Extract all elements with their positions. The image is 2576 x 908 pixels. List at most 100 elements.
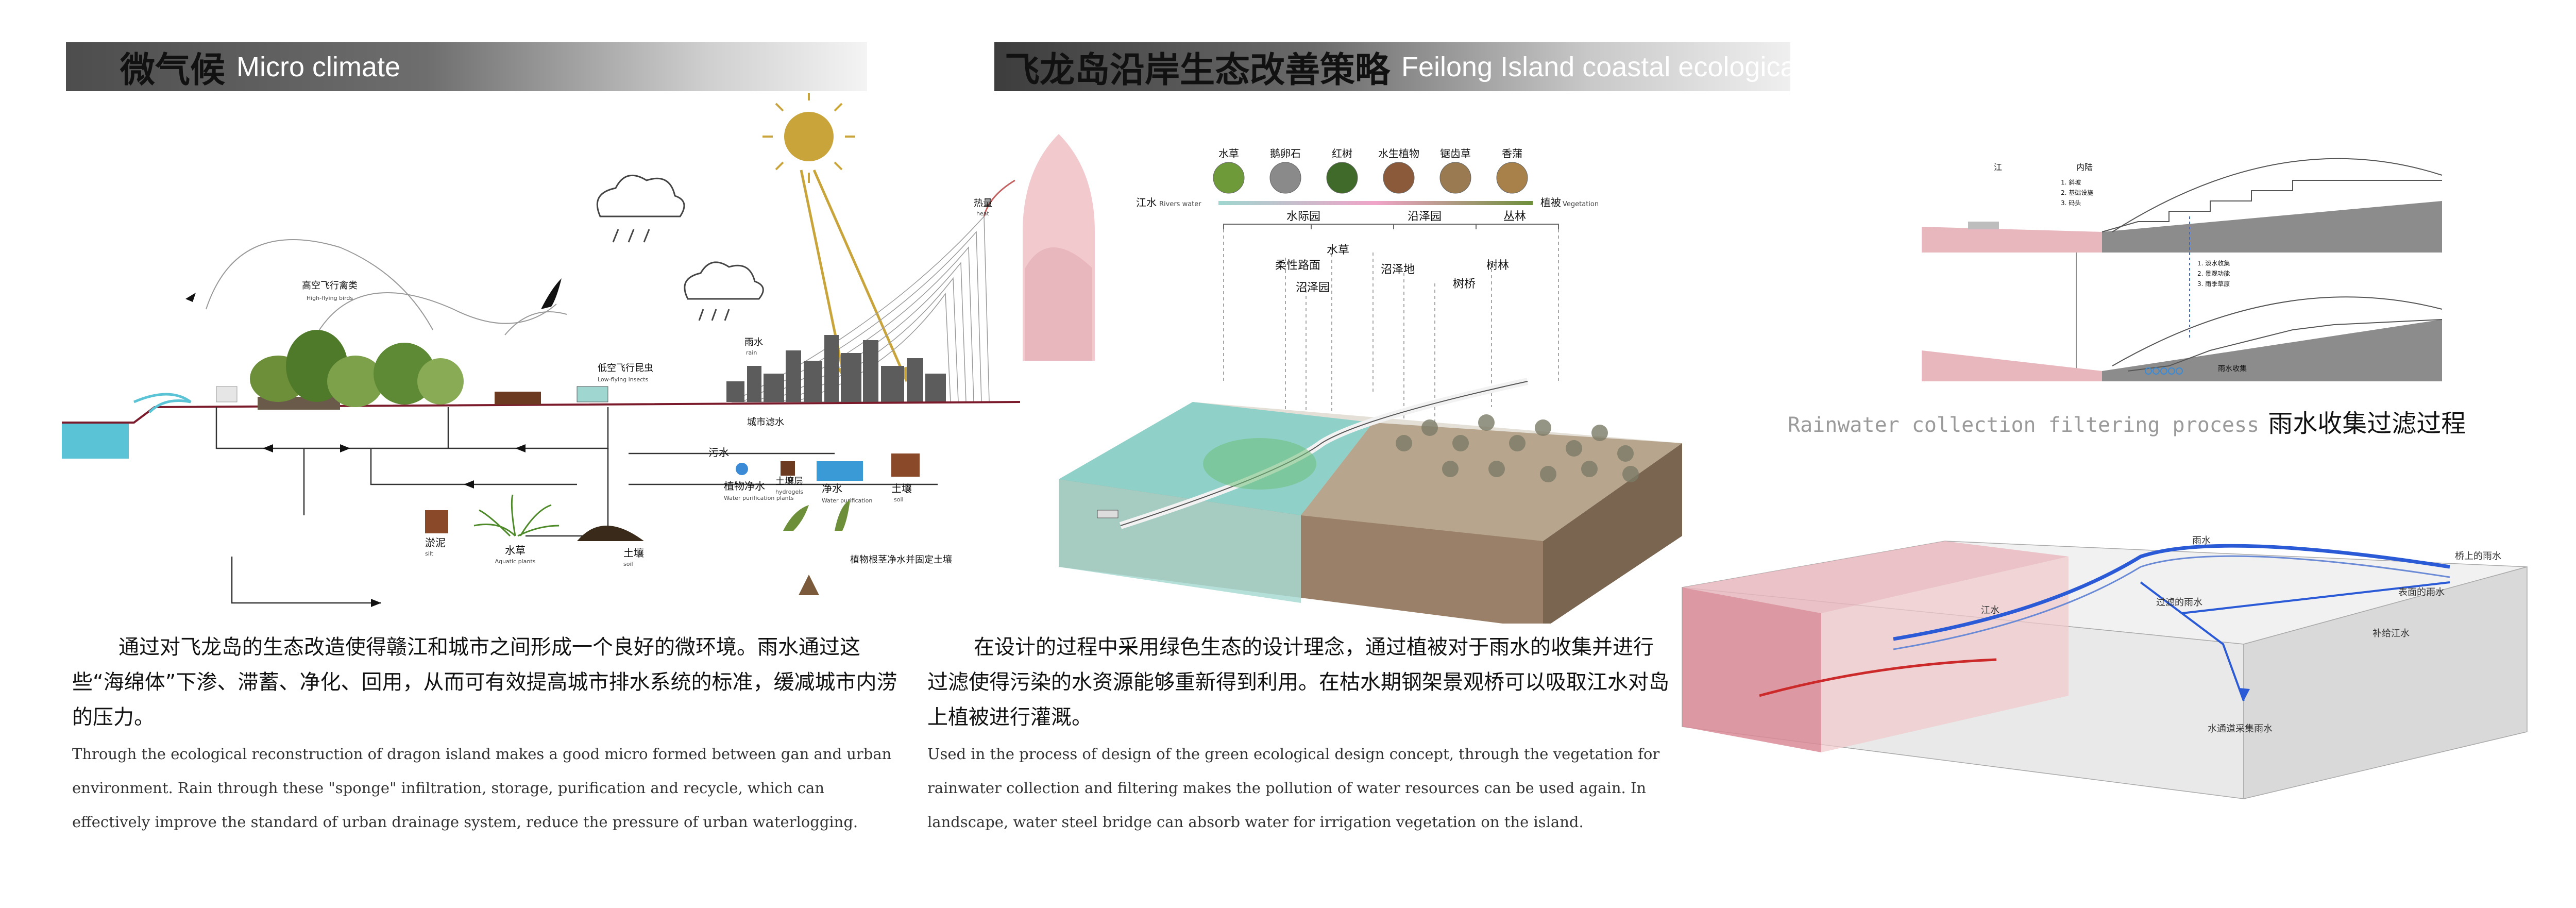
tree-mark bbox=[1622, 466, 1639, 482]
label-plant-purify: 植物净水 bbox=[724, 480, 765, 492]
legend-label: 鹅卵石 bbox=[1270, 147, 1301, 160]
tree-mark bbox=[1591, 425, 1608, 441]
label-mid-item-2: 2. 景观功能 bbox=[2197, 270, 2230, 277]
iso-label-channel-collect: 水通道采集雨水 bbox=[2208, 724, 2273, 734]
legend-label: 水生植物 bbox=[1378, 147, 1419, 160]
label-section-item-1: 1. 斜坡 bbox=[2061, 179, 2081, 186]
label-silt-en: silt bbox=[425, 550, 434, 557]
label-soil-layer-en: hydrogels bbox=[775, 489, 803, 495]
label-plant-purify-en: Water purification plants bbox=[724, 495, 794, 501]
tree-mark bbox=[1509, 435, 1526, 451]
bird-icon bbox=[541, 278, 562, 309]
gradient-label-river: 江水 bbox=[1136, 196, 1157, 209]
label-clean-water: 净水 bbox=[822, 482, 842, 495]
label-rain-en: rain bbox=[746, 349, 757, 356]
clean-water-icon bbox=[817, 461, 863, 481]
silt-icon bbox=[425, 510, 448, 533]
island-3d-model bbox=[1059, 378, 1682, 624]
feature-aquatic: 水草 bbox=[1327, 244, 1349, 257]
label-high-birds-en: High-flying birds bbox=[307, 295, 353, 301]
label-aquatic-en: Aquatic plants bbox=[495, 558, 536, 565]
feature-tree-bridge: 树桥 bbox=[1453, 278, 1476, 291]
micro-climate-paragraph-zh: 通过对飞龙岛的生态改造使得赣江和城市之间形成一个良好的微环境。雨水通过这些“海绵… bbox=[72, 635, 897, 729]
coastal-strategy-title-bar: 飞龙岛沿岸生态改善策略 Feilong Island coastal ecolo… bbox=[994, 42, 1790, 91]
coastal-strategy-diagram: 水草 鹅卵石 红树 水生植物 锯齿草 香蒲 江水 Rivers water 植被 Vege… bbox=[1023, 134, 1682, 624]
bird-icon bbox=[185, 293, 196, 302]
label-aquatic: 水草 bbox=[505, 544, 526, 557]
legend-label: 锯齿草 bbox=[1440, 147, 1471, 160]
feature-marshland: 沼泽地 bbox=[1381, 263, 1415, 276]
iso-label-filtered-rain: 过滤的雨水 bbox=[2156, 597, 2202, 608]
label-clean-water-en: Water purification bbox=[822, 497, 872, 504]
micro-climate-title-zh: 微气候 bbox=[120, 50, 226, 91]
legend-label: 红树 bbox=[1332, 147, 1352, 160]
gradient-label-vegetation-en: Vegetation bbox=[1563, 200, 1599, 208]
rainwater-section-diagram: 江 内陆 1. 斜坡 2. 基础设施 3. 码头 1. 淡水收集 2. 景观功能… bbox=[1922, 158, 2443, 381]
river-water bbox=[62, 423, 129, 459]
label-low-insects-en: Low-flying insects bbox=[598, 376, 648, 383]
coastal-strategy-title-zh: 飞龙岛沿岸生态改善策略 bbox=[1005, 50, 1391, 91]
feature-flexible-path: 柔性路面 bbox=[1275, 259, 1320, 272]
rainwater-caption: Rainwater collection filtering process 雨… bbox=[1788, 403, 2466, 439]
aquatic-plant-icon bbox=[473, 494, 560, 537]
legend-swatch bbox=[1269, 162, 1301, 194]
coastal-strategy-title-en: Feilong Island coastal ecological impro bbox=[1401, 51, 1790, 82]
legend-swatch bbox=[1326, 162, 1358, 194]
legend-swatch bbox=[1439, 162, 1471, 194]
gradient-label-vegetation: 植被 bbox=[1540, 196, 1561, 209]
micro-climate-title-en: Micro climate bbox=[236, 51, 401, 82]
zone-label-marsh-garden: 沿泽园 bbox=[1408, 210, 1442, 223]
label-roots: 植物根茎净水并固定土壤 bbox=[850, 554, 952, 565]
iso-label-surface-rain: 表面的雨水 bbox=[2398, 587, 2445, 598]
roots-icon bbox=[783, 500, 850, 595]
island-vegetation bbox=[216, 330, 608, 410]
iso-label-rain: 雨水 bbox=[2192, 535, 2211, 546]
label-low-insects: 低空飞行昆虫 bbox=[598, 363, 653, 374]
label-mid-item-1: 1. 淡水收集 bbox=[2197, 259, 2230, 267]
legend-label: 香蒲 bbox=[1502, 147, 1522, 160]
iso-label-river: 江水 bbox=[1981, 605, 1999, 616]
soil-mound-icon bbox=[577, 526, 644, 541]
label-soil-2-en: soil bbox=[623, 561, 633, 567]
legend-swatch bbox=[1213, 162, 1245, 194]
city-skyline bbox=[726, 335, 946, 402]
label-rain: 雨水 bbox=[744, 337, 763, 348]
label-soil-en: soil bbox=[894, 496, 904, 503]
gradient-label-river-en: Rivers water bbox=[1159, 200, 1201, 208]
tree-mark bbox=[1488, 461, 1505, 477]
river-to-vegetation-gradient bbox=[1218, 201, 1533, 205]
tree-mark bbox=[1442, 461, 1459, 477]
tree-mark bbox=[1566, 440, 1582, 457]
feature-forest: 树林 bbox=[1486, 259, 1509, 272]
micro-climate-text: 通过对飞龙岛的生态改造使得赣江和城市之间形成一个良好的微环境。雨水通过这些“海绵… bbox=[72, 630, 907, 839]
label-urban-filter: 城市滤水 bbox=[747, 417, 784, 428]
tree-clusters bbox=[1396, 414, 1639, 482]
label-soil-2: 土壤 bbox=[623, 547, 644, 559]
rainwater-caption-en: Rainwater collection filtering process bbox=[1788, 413, 2260, 437]
coastal-strategy-paragraph-en: Used in the process of design of the gre… bbox=[927, 745, 1660, 831]
label-soil: 土壤 bbox=[891, 482, 912, 495]
label-section-item-2: 2. 基础设施 bbox=[2061, 189, 2093, 196]
micro-climate-diagram: 高空飞行禽类 High-flying birds 低空飞行昆虫 Low-flyi… bbox=[62, 93, 1020, 607]
micro-climate-paragraph-en: Through the ecological reconstruction of… bbox=[72, 745, 892, 831]
rain-cloud-icon bbox=[684, 261, 764, 321]
label-soil-layer: 土壤层 bbox=[775, 476, 803, 487]
tree-mark bbox=[1581, 461, 1598, 477]
soil-layer-icon bbox=[781, 461, 795, 476]
tree-mark bbox=[1478, 414, 1495, 431]
label-mid-item-3: 3. 雨季草原 bbox=[2197, 280, 2230, 288]
label-silt: 淤泥 bbox=[425, 536, 446, 549]
tree-mark bbox=[1452, 435, 1469, 451]
tree-mark bbox=[1617, 445, 1634, 462]
feature-marsh-garden: 沼泽园 bbox=[1296, 281, 1330, 294]
tree-mark bbox=[1396, 435, 1412, 451]
rainwater-caption-zh: 雨水收集过滤过程 bbox=[2268, 409, 2466, 438]
tree-mark bbox=[1535, 419, 1551, 436]
rainwater-isometric-diagram: 江水 雨水 桥上的雨水 表面的雨水 过滤的雨水 补给江水 水通道采集雨水 bbox=[1682, 535, 2528, 799]
soil-icon bbox=[891, 453, 920, 477]
label-sewage: 污水 bbox=[708, 446, 729, 459]
label-section-river: 江 bbox=[1994, 162, 2002, 172]
label-heat-en: heat bbox=[976, 210, 989, 217]
label-high-birds: 高空飞行禽类 bbox=[302, 280, 358, 291]
sewage-icon bbox=[736, 463, 748, 475]
